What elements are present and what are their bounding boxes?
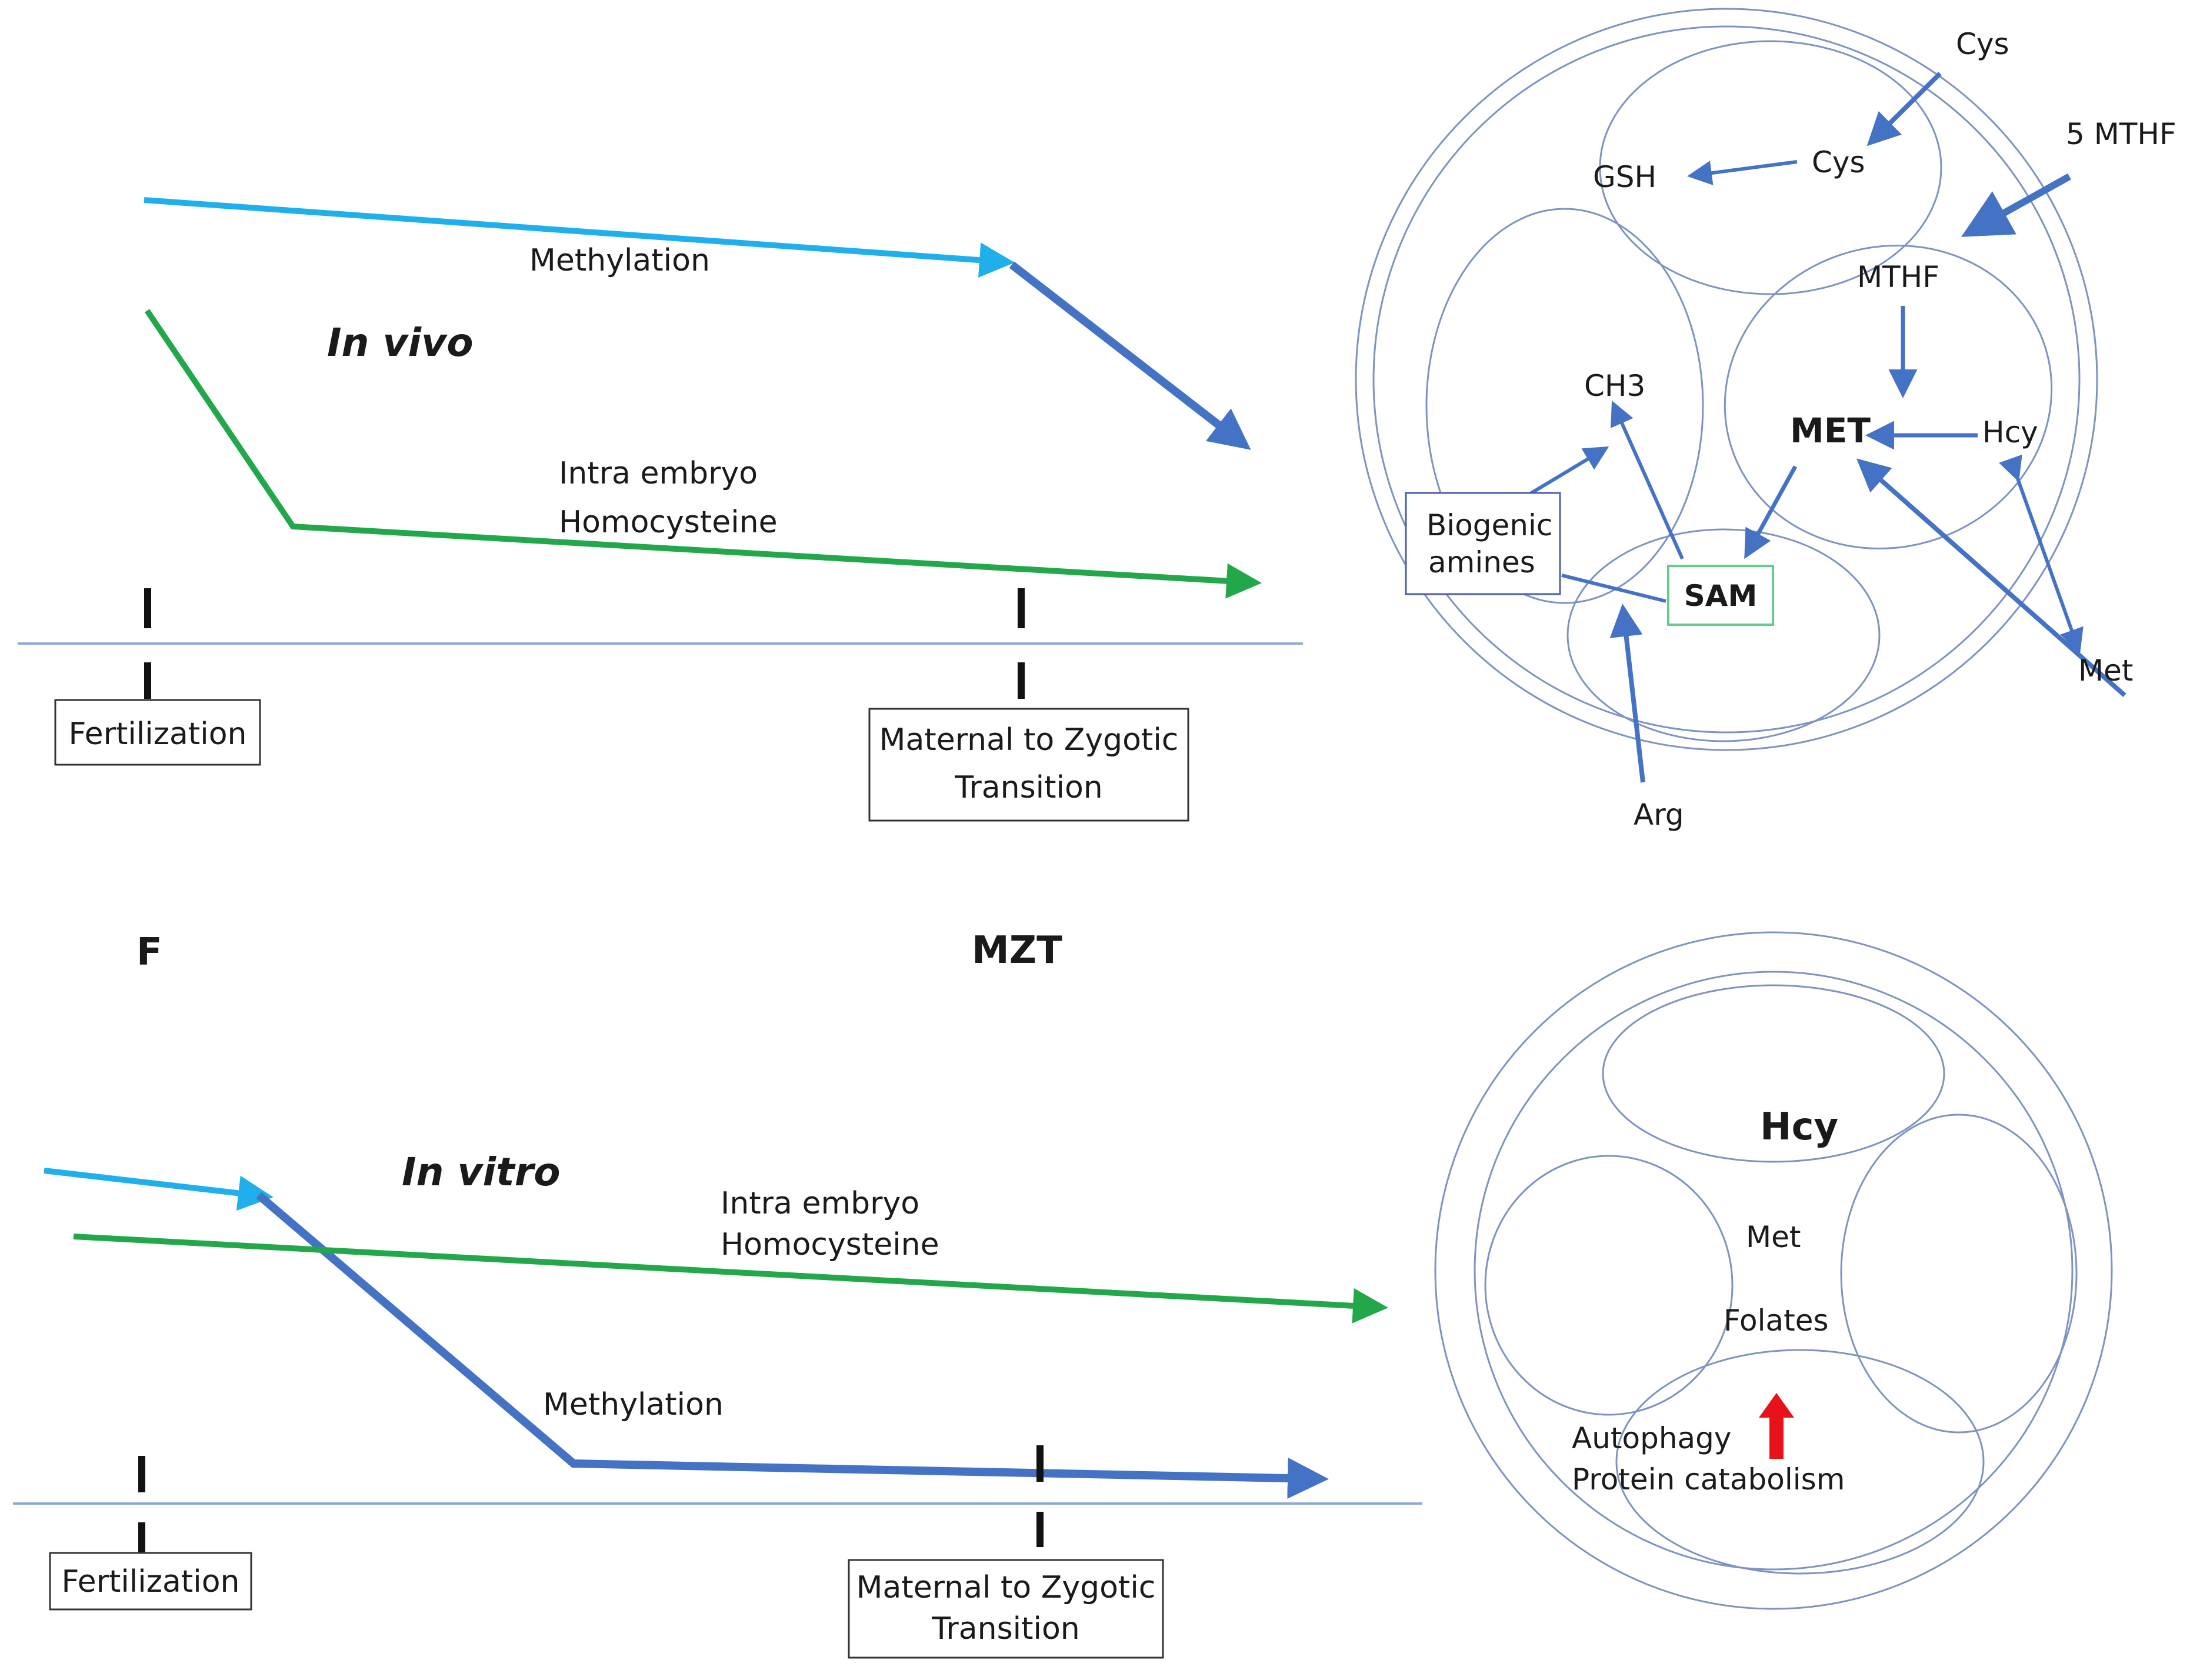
mthf-label: MTHF — [1857, 260, 1939, 294]
fertilization-tick-lower-vitro — [138, 1522, 145, 1558]
fertilization-box: Fertilization — [54, 699, 261, 766]
cys-inside-label: Cys — [1812, 145, 1865, 179]
arrow-cys-to-gsh — [1687, 160, 1798, 185]
methylation-line-drop-vitro — [256, 1192, 1329, 1499]
arrow-met-to-sam — [1744, 465, 1798, 559]
five-mthf-label: 5 MTHF — [2066, 117, 2176, 151]
arrow-arg-in — [1609, 604, 1645, 783]
autophagy-label: Autophagy — [1572, 1421, 1731, 1455]
arrow-sam-to-ch3 — [1611, 401, 1684, 560]
compartment-left-bottom — [1484, 1155, 1734, 1416]
cell-inner-membrane — [1372, 25, 2081, 734]
fertilization-tick-lower — [144, 662, 151, 699]
cell-outer-membrane-bottom — [1434, 931, 2113, 1610]
mzt-tick-lower — [1018, 662, 1025, 699]
mzt-label-line2: Transition — [954, 770, 1102, 805]
connector-biogenic-sam — [1561, 574, 1666, 603]
biogenic-label-line1: Biogenic — [1426, 508, 1552, 542]
sam-box: SAM — [1667, 565, 1774, 626]
cell-diagram-top: Cys 5 MTHF GSH Cys MTHF CH3 MET Hcy Biog… — [1355, 8, 2176, 832]
f-label: F — [136, 931, 162, 974]
arrow-biogenic-to-ch3 — [1528, 446, 1609, 496]
homocysteine-label-line1: Intra embryo — [559, 456, 758, 491]
arrow-cys-in — [1866, 72, 1942, 146]
homocysteine-line — [144, 309, 1262, 599]
homocysteine-label-line2: Homocysteine — [559, 505, 778, 540]
cell-diagram-bottom: Hcy Met Folates Autophagy Protein catabo… — [1434, 931, 2113, 1610]
condition-label-in-vivo: In vivo — [327, 320, 474, 365]
homocysteine-label-vitro-line2: Homocysteine — [721, 1227, 939, 1262]
sam-label: SAM — [1684, 579, 1757, 613]
cys-outside-label: Cys — [1956, 27, 2009, 61]
mzt-tick-lower-vitro — [1036, 1512, 1044, 1547]
arrow-met-outside-to-met — [1856, 458, 2126, 697]
mzt-label-line1: Maternal to Zygotic — [879, 722, 1179, 758]
compartment-right-bottom — [1840, 1114, 2078, 1434]
methylation-line-decline — [1009, 261, 1251, 450]
mzt-label: MZT — [972, 929, 1062, 972]
methylation-label-vitro: Methylation — [543, 1387, 724, 1422]
condition-label-in-vitro: In vitro — [402, 1149, 561, 1195]
fertilization-tick-upper — [144, 588, 151, 628]
arrow-hcy-met-bidirectional — [1999, 454, 2084, 654]
mzt-label-vitro-line2: Transition — [931, 1611, 1079, 1646]
met-center-label: MET — [1790, 411, 1871, 451]
biogenic-label-line2: amines — [1428, 545, 1535, 579]
compartment-left — [1425, 208, 1704, 604]
mzt-box-vitro: Maternal to Zygotic Transition — [848, 1559, 1164, 1659]
arrow-5mthf-in — [1961, 173, 2071, 237]
gsh-label: GSH — [1593, 160, 1656, 194]
hcy-bold-label: Hcy — [1760, 1105, 1838, 1149]
mzt-box: Maternal to Zygotic Transition — [868, 708, 1189, 822]
mzt-tick-upper-vitro — [1036, 1445, 1044, 1482]
biogenic-amines-box: Biogenic amines — [1405, 492, 1561, 595]
methylation-line-light-vitro — [44, 1168, 274, 1211]
fertilization-box-vitro: Fertilization — [49, 1552, 252, 1611]
cell-inner-membrane-bottom — [1474, 971, 2074, 1571]
ch3-label: CH3 — [1584, 369, 1645, 403]
compartment-right — [1724, 245, 2053, 549]
methylation-line-light — [144, 197, 1015, 278]
fertilization-tick-upper-vitro — [138, 1456, 145, 1492]
met-outside-label: Met — [2078, 654, 2134, 688]
cell-outer-membrane — [1355, 8, 2098, 751]
met-label-bottom: Met — [1746, 1220, 1801, 1254]
fertilization-label-vitro: Fertilization — [62, 1564, 240, 1599]
mzt-tick-upper — [1018, 588, 1025, 628]
hcy-label: Hcy — [1982, 415, 2038, 449]
compartment-top — [1599, 40, 1942, 295]
homocysteine-line-vitro — [73, 1234, 1388, 1324]
in-vitro-panel: Methylation Intra embryo Homocysteine In… — [13, 1149, 1422, 1659]
methylation-label: Methylation — [529, 243, 710, 278]
arg-label: Arg — [1634, 798, 1684, 832]
homocysteine-label-vitro-line1: Intra embryo — [721, 1186, 919, 1221]
mzt-label-vitro-line1: Maternal to Zygotic — [856, 1570, 1156, 1605]
compartment-top-bottom — [1602, 984, 1945, 1163]
compartment-bottom — [1566, 528, 1881, 742]
up-arrow-icon — [1759, 1393, 1794, 1459]
protein-catabolism-label: Protein catabolism — [1572, 1462, 1845, 1496]
compartment-bottom-bottom — [1615, 1349, 1985, 1575]
fertilization-label: Fertilization — [69, 716, 247, 752]
in-vivo-panel: Methylation Intra embryo Homocysteine In… — [18, 197, 1303, 822]
folates-label: Folates — [1724, 1304, 1829, 1338]
